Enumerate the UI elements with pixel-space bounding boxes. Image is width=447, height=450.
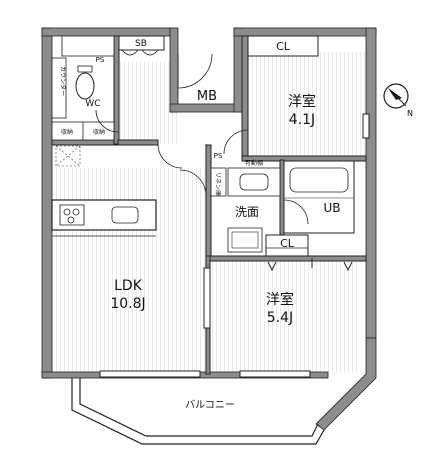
storage-right-label: 収納 [93,128,105,136]
closet-lower [265,234,309,257]
ldk-size-label: 10.8J [110,296,145,312]
compass-letter: N [407,109,413,118]
western-room-lower-size: 5.4J [267,310,293,326]
stove-icon [59,204,85,226]
cl-upper-label: CL [276,40,291,53]
balcony-label: バルコニー [185,399,235,411]
washbasin [227,167,281,197]
western-room-lower-label: 洋室 [266,291,294,308]
entrance-door [177,53,213,89]
storage-left-label: 収納 [61,128,73,136]
linen-label: リネン庫 [214,172,222,196]
ldk-label: LDK [114,278,143,294]
outer-walls [41,27,377,431]
closet-upper [247,35,319,57]
western-room-upper-label: 洋室 [288,93,316,110]
ps-mid-label: PS [214,152,223,160]
fridge-space [55,145,81,167]
sink-icon [111,206,139,224]
kitchen-counter [51,199,157,237]
ps-upper-label: PS [96,56,105,64]
corridor-doors [157,129,249,197]
washroom-label: 洗面 [235,205,259,219]
wc-area [51,35,119,141]
movable-shelf-label: 可動棚 [245,159,263,167]
mb-label: MB [197,89,217,104]
shoe-box [118,35,165,56]
linen-shelf [210,167,227,197]
sb-label: SB [135,39,147,49]
balcony [71,378,325,445]
cl-lower-label: CL [280,237,295,250]
vent-marks [267,258,353,272]
wc-label: WC [85,99,100,109]
ub-label: UB [323,201,340,215]
counter-label: カウンター [59,66,67,96]
windows [99,113,370,378]
washer-pan [227,227,263,253]
unit-bath [283,160,355,234]
north-arrow-icon: N [383,83,413,118]
western-room-upper-size: 4.1J [289,112,315,128]
